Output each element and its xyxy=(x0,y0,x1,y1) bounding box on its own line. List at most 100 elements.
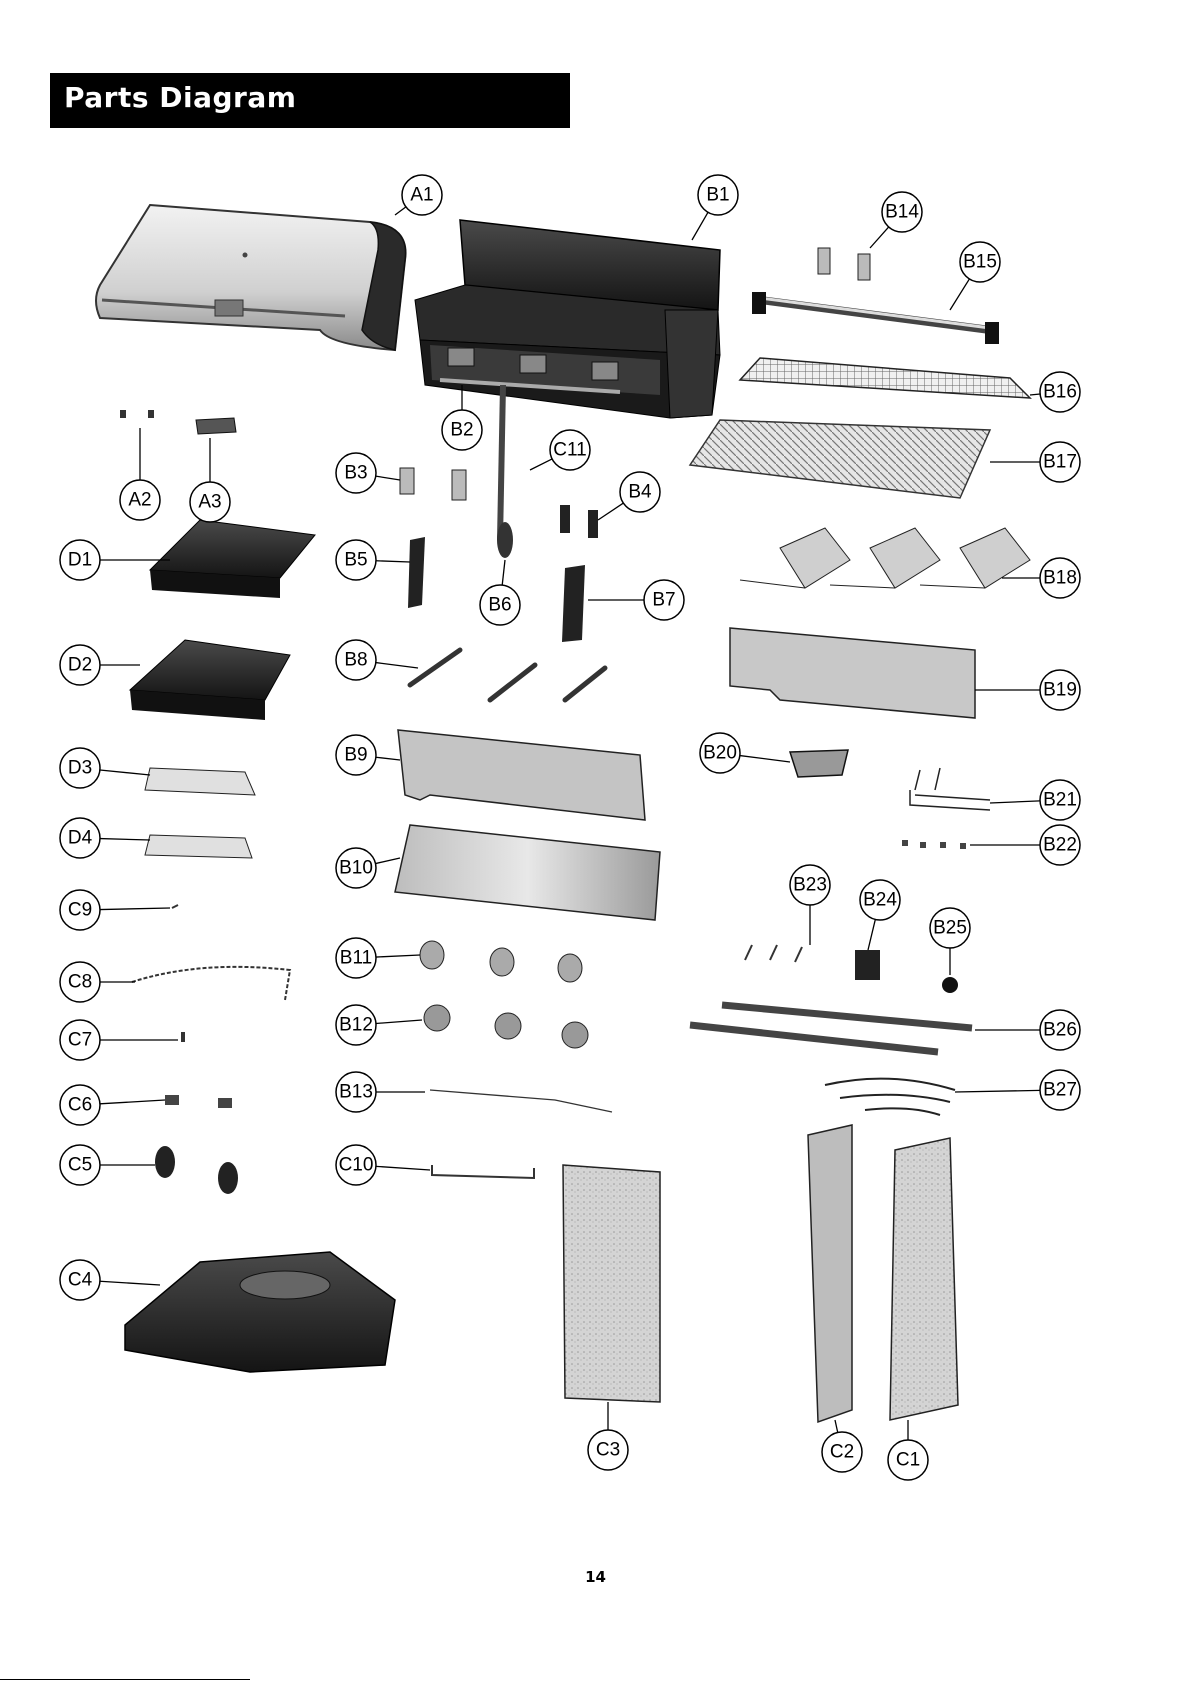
callout-label: C11 xyxy=(553,440,586,461)
callout-label: B15 xyxy=(963,252,997,273)
callout-label: A2 xyxy=(128,490,151,511)
callout-label: C7 xyxy=(68,1030,92,1051)
callout-b23: B23 xyxy=(790,865,830,905)
leader-line-c10 xyxy=(376,1166,430,1170)
leader-line-b16 xyxy=(1030,394,1040,395)
callout-b19: B19 xyxy=(1040,670,1080,710)
leader-line-d4 xyxy=(100,839,150,840)
callout-b15: B15 xyxy=(960,242,1000,282)
callout-label: B18 xyxy=(1043,568,1077,589)
leader-line-b14 xyxy=(870,227,889,248)
leader-line-b3 xyxy=(376,476,400,480)
callout-b24: B24 xyxy=(860,880,900,920)
part-d2-shelf xyxy=(130,640,290,720)
part-b13-wire xyxy=(430,1090,612,1112)
leader-line-c2 xyxy=(835,1420,838,1432)
callout-b12: B12 xyxy=(336,1005,376,1045)
callout-b13: B13 xyxy=(336,1072,376,1112)
callout-d2: D2 xyxy=(60,645,100,685)
leader-line-c11 xyxy=(530,459,552,470)
callout-label: C3 xyxy=(596,1440,620,1461)
leader-line-c9 xyxy=(100,908,170,910)
part-b15-rod xyxy=(752,292,999,344)
part-b19-panel xyxy=(730,628,975,718)
callout-b2: B2 xyxy=(442,410,482,450)
callout-label: D3 xyxy=(68,758,92,779)
callout-c6: C6 xyxy=(60,1085,100,1125)
callout-b16: B16 xyxy=(1040,372,1080,412)
callout-label: B17 xyxy=(1043,452,1077,473)
leader-line-b5 xyxy=(376,561,410,562)
leader-line-b27 xyxy=(955,1090,1040,1092)
part-b18-heat-tents xyxy=(740,528,1030,588)
callout-b25: B25 xyxy=(930,908,970,948)
part-b8-burners xyxy=(410,650,605,700)
callout-c8: C8 xyxy=(60,962,100,1002)
callout-b21: B21 xyxy=(1040,780,1080,820)
leader-line-b12 xyxy=(376,1020,422,1023)
part-b3-blocks xyxy=(400,468,466,500)
part-d3-trim xyxy=(145,768,255,795)
leader-line-b6 xyxy=(502,560,505,585)
callout-b3: B3 xyxy=(336,453,376,493)
callout-c11: C11 xyxy=(550,430,590,470)
part-b9-panel xyxy=(398,730,645,820)
part-b21-bracket xyxy=(910,768,990,810)
callout-label: B10 xyxy=(339,858,373,879)
callout-label: B13 xyxy=(339,1082,373,1103)
leader-line-c4 xyxy=(100,1281,160,1285)
callout-c3: C3 xyxy=(588,1430,628,1470)
callout-label: B24 xyxy=(863,890,897,911)
part-c4-base xyxy=(125,1252,395,1372)
callout-label: D4 xyxy=(68,828,93,849)
callout-label: B14 xyxy=(885,202,919,223)
part-c10-handle xyxy=(432,1165,534,1178)
part-b1-firebox xyxy=(415,220,720,418)
part-d4-trim xyxy=(145,835,252,858)
part-b22-screws xyxy=(902,840,966,849)
part-b5-cover xyxy=(408,537,425,608)
callout-label: B20 xyxy=(703,743,737,764)
part-b2-c11-rod xyxy=(497,385,513,558)
callout-label: C10 xyxy=(339,1155,374,1176)
part-c7-pin xyxy=(181,1032,185,1042)
callout-b26: B26 xyxy=(1040,1010,1080,1050)
callout-b17: B17 xyxy=(1040,442,1080,482)
callout-b7: B7 xyxy=(644,580,684,620)
part-c1-leg xyxy=(890,1138,958,1420)
callout-label: B11 xyxy=(340,948,372,969)
callout-label: B9 xyxy=(344,745,367,766)
leader-line-b21 xyxy=(990,801,1040,803)
callout-label: B5 xyxy=(344,550,367,571)
callout-d4: D4 xyxy=(60,818,100,858)
callout-b11: B11 xyxy=(336,938,376,978)
part-c2-leg xyxy=(808,1125,852,1422)
callout-b27: B27 xyxy=(1040,1070,1080,1110)
callout-label: B22 xyxy=(1043,835,1077,856)
callout-label: C5 xyxy=(68,1155,92,1176)
callout-c10: C10 xyxy=(336,1145,376,1185)
part-b10-control-panel xyxy=(395,825,660,920)
callout-b6: B6 xyxy=(480,585,520,625)
leader-line-b24 xyxy=(868,919,875,950)
part-a1-lid xyxy=(96,205,406,350)
part-b14-brackets xyxy=(818,248,870,280)
leader-line-b15 xyxy=(950,279,969,310)
part-b26-rails xyxy=(690,1005,972,1052)
part-b16-rack xyxy=(740,358,1030,398)
part-b17-grate xyxy=(690,420,990,498)
part-b7-cover xyxy=(562,565,585,642)
leader-line-d3 xyxy=(100,770,150,775)
callout-label: B1 xyxy=(706,185,729,206)
leader-line-b9 xyxy=(376,757,400,760)
callout-label: B16 xyxy=(1043,382,1077,403)
part-c9-hook xyxy=(172,905,178,908)
part-b12-bezels xyxy=(424,1005,588,1048)
callout-label: C1 xyxy=(896,1450,920,1471)
callout-label: B7 xyxy=(652,590,675,611)
callout-label: B25 xyxy=(933,918,967,939)
callout-b10: B10 xyxy=(336,848,376,888)
leader-line-b10 xyxy=(376,858,400,864)
callout-label: B3 xyxy=(344,463,367,484)
